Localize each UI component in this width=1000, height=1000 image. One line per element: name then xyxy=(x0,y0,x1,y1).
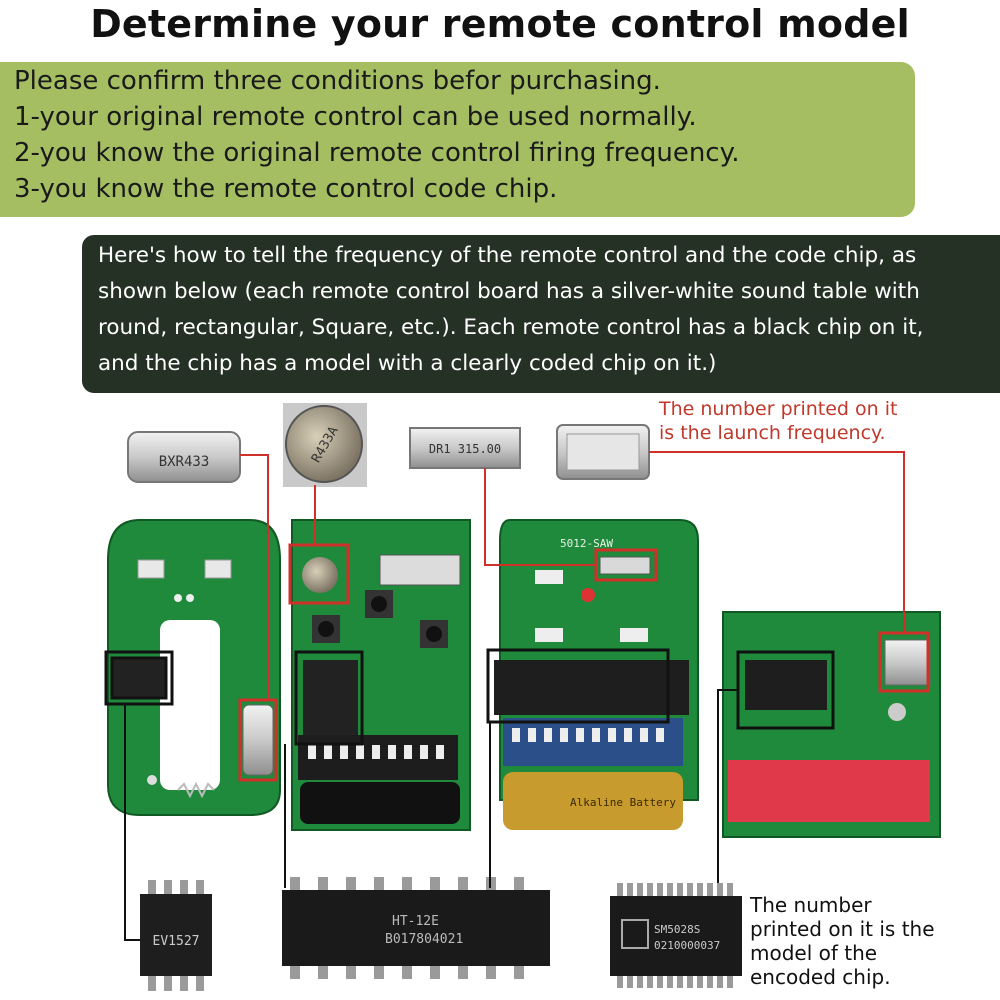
chip-note-line: encoded chip. xyxy=(750,965,891,989)
black-connector xyxy=(124,704,140,941)
conditions-intro: Please confirm three conditions befor pu… xyxy=(14,66,661,96)
crystal-dr1315: DR1 315.00 xyxy=(409,427,521,469)
conditions-box: Please confirm three conditions befor pu… xyxy=(0,62,915,217)
explanation-line: shown below (each remote control board h… xyxy=(98,279,920,304)
explanation-line: Here's how to tell the frequency of the … xyxy=(98,243,917,268)
saw-label: 5012-SAW xyxy=(560,537,613,550)
highlight-chip-box xyxy=(104,650,174,706)
condition-item: 1-your original remote control can be us… xyxy=(14,102,697,132)
battery-label: Alkaline Battery xyxy=(570,796,676,809)
frequency-note-line: The number printed on it xyxy=(659,398,898,420)
crystal-r433a: R433A xyxy=(283,403,367,487)
remote-boards-illustration: BXR433 EV1527 R433A xyxy=(104,403,941,991)
chip-ht12e: HT-12E B017804021 xyxy=(282,877,550,979)
board-ev1527 xyxy=(107,519,281,816)
crystal-bxr433: BXR433 xyxy=(127,431,241,483)
frequency-note-line: is the launch frequency. xyxy=(659,422,886,444)
explanation-line: round, rectangular, Square, etc.). Each … xyxy=(98,315,924,340)
page-title: Determine your remote control model xyxy=(90,2,910,46)
crystal-433ka xyxy=(556,424,650,480)
highlight-crystal-box xyxy=(288,543,350,605)
crystal-label-dr1315: DR1 315.00 xyxy=(429,442,501,456)
chip-label-ev1527: EV1527 xyxy=(153,934,200,949)
board-ht12e xyxy=(291,519,471,831)
crystal-label-bxr433: BXR433 xyxy=(159,454,210,470)
red-connector xyxy=(649,451,905,633)
chip-label-ht12e-line2: B017804021 xyxy=(385,932,463,947)
chip-label-ht12e-line1: HT-12E xyxy=(392,914,439,929)
highlight-crystal-box xyxy=(238,698,278,782)
chip-note: The number printed on it is the model of… xyxy=(750,893,935,989)
red-connector xyxy=(484,468,596,566)
board-saw: 5012-SAW Alkaline Battery xyxy=(494,519,699,830)
board-sm5028s xyxy=(722,611,941,838)
chip-sm5028s: SM5028S 0210000037 xyxy=(610,883,742,988)
black-connector xyxy=(717,689,738,888)
highlight-chip-box xyxy=(294,650,364,746)
chip-label-sm5028s-line1: SM5028S xyxy=(654,923,700,936)
explanation-line: and the chip has a model with a clearly … xyxy=(98,351,717,376)
chip-ev1527: EV1527 xyxy=(140,880,212,991)
explanation-box: Here's how to tell the frequency of the … xyxy=(82,235,1000,393)
highlight-chip-box xyxy=(486,648,670,724)
condition-item: 3-you know the remote control code chip. xyxy=(14,174,558,204)
chip-note-line: model of the xyxy=(750,941,878,965)
chip-note-line: printed on it is the xyxy=(750,917,935,941)
chip-note-line: The number xyxy=(750,893,872,917)
condition-item: 2-you know the original remote control f… xyxy=(14,138,740,168)
red-connector xyxy=(240,454,269,700)
chip-label-sm5028s-line2: 0210000037 xyxy=(654,939,720,952)
